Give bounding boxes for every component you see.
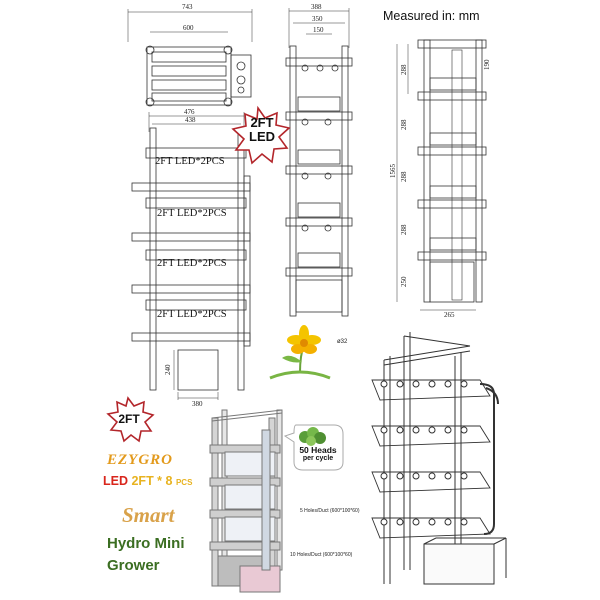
flower-illustration — [269, 325, 331, 380]
dim-350: 350 — [312, 15, 323, 23]
dim-743: 743 — [182, 3, 193, 11]
dim-388: 388 — [311, 3, 322, 11]
shelf-label-4: 2FT LED*2PCS — [157, 309, 227, 320]
dim-288-b: 288 — [400, 119, 408, 130]
dim-240: 240 — [164, 364, 172, 375]
smart-label: Smart — [122, 503, 175, 527]
holes-5-note: 5 Holes/Duct (600*100*60) — [300, 508, 360, 514]
heads-badge-text: 50 Heads per cycle — [295, 445, 341, 463]
dim-438: 438 — [185, 116, 196, 124]
rendered-rack-3d — [209, 409, 283, 593]
lettuce-badge — [283, 424, 344, 471]
led-count: 2FT * 8 — [131, 474, 173, 488]
shelf-label-1: 2FT LED*2PCS — [155, 156, 225, 167]
dim-288-a: 288 — [400, 64, 408, 75]
dim-288-c: 288 — [400, 171, 408, 182]
led-count-line: LED 2FT * 8 PCS — [103, 474, 192, 488]
led-burst-line2: LED — [249, 128, 275, 144]
dim-1565: 1565 — [389, 164, 397, 179]
front-view-drawing — [131, 112, 251, 400]
pipe-diameter-note: ø32 — [337, 339, 348, 345]
product-name-line2: Grower — [107, 557, 160, 574]
led-burst-label: 2FT LED — [238, 116, 286, 143]
led-burst-line1: 2FT — [250, 115, 274, 130]
side-view-drawing — [285, 8, 353, 317]
isometric-rack-drawing — [371, 332, 507, 585]
top-view-drawing — [127, 9, 253, 107]
dim-250: 250 — [400, 276, 408, 287]
dim-476: 476 — [184, 108, 195, 116]
led-burst-shape — [231, 105, 291, 165]
dim-150: 150 — [313, 26, 324, 34]
dim-600: 600 — [183, 24, 194, 32]
brand-name: EZYGRO — [107, 452, 173, 468]
shelf-label-3: 2FT LED*2PCS — [157, 258, 227, 269]
dim-380: 380 — [192, 400, 203, 408]
dim-288-d: 288 — [400, 224, 408, 235]
dim-190: 190 — [483, 59, 491, 70]
heads-cycle: per cycle — [302, 455, 334, 463]
product-name-line1: Hydro Mini — [107, 535, 185, 552]
2ft-burst-shape — [106, 396, 155, 443]
shelf-label-2: 2FT LED*2PCS — [157, 208, 227, 219]
led-pcs: PCS — [175, 478, 193, 487]
2ft-burst-label: 2FT — [118, 412, 140, 426]
heads-count: 50 Heads — [299, 445, 337, 455]
units-label: Measured in: mm — [383, 9, 480, 23]
right-view-drawing — [396, 39, 487, 311]
led-word: LED — [103, 474, 128, 488]
dim-265: 265 — [444, 311, 455, 319]
holes-10-note: 10 Holes/Duct (600*100*60) — [290, 552, 353, 558]
